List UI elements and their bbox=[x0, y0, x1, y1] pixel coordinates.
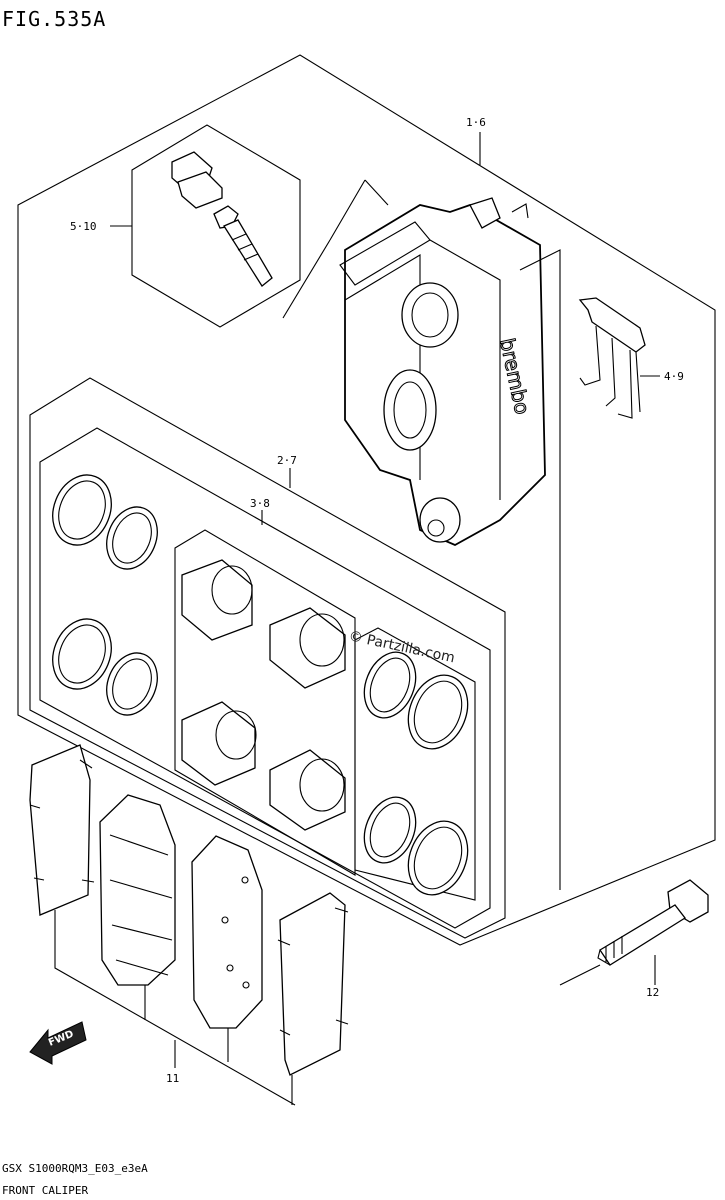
footer-code: GSX S1000RQM3_E03_e3eA bbox=[2, 1162, 148, 1175]
callout-1-6: 1·6 bbox=[466, 116, 486, 129]
brake-pad-set bbox=[29, 744, 349, 1076]
caliper-frame-line bbox=[519, 249, 561, 890]
callout-12: 12 bbox=[646, 986, 659, 999]
callout-4-9: 4·9 bbox=[664, 370, 684, 383]
bleeder-kit-outline bbox=[131, 124, 301, 328]
leader-12-bracket bbox=[559, 964, 601, 986]
caliper-bolt bbox=[597, 879, 709, 966]
figure-title: FIG.535A bbox=[2, 7, 106, 31]
piston-seals-left bbox=[52, 474, 158, 716]
piston-seals-right bbox=[363, 651, 469, 896]
callout-5-10: 5·10 bbox=[70, 220, 97, 233]
leader-11 bbox=[54, 910, 296, 1106]
callout-2-7: 2·7 bbox=[277, 454, 297, 467]
bleeder-cap bbox=[171, 151, 223, 209]
footer-name: FRONT CALIPER bbox=[2, 1184, 88, 1197]
caliper-logo: brembo bbox=[495, 336, 535, 417]
caliper-assembly-outline bbox=[17, 54, 716, 946]
pistons bbox=[181, 559, 346, 831]
seal-right-box bbox=[354, 627, 476, 901]
callout-3-8: 3·8 bbox=[250, 497, 270, 510]
pad-retainer-clip bbox=[578, 297, 646, 419]
seal-group-outline bbox=[29, 377, 506, 939]
seal-inner-box bbox=[39, 427, 491, 929]
callout-11: 11 bbox=[166, 1072, 179, 1085]
fwd-arrow-icon: FWD bbox=[29, 1021, 87, 1065]
caliper-body: brembo bbox=[282, 179, 546, 547]
bleeder-screw bbox=[213, 205, 273, 287]
